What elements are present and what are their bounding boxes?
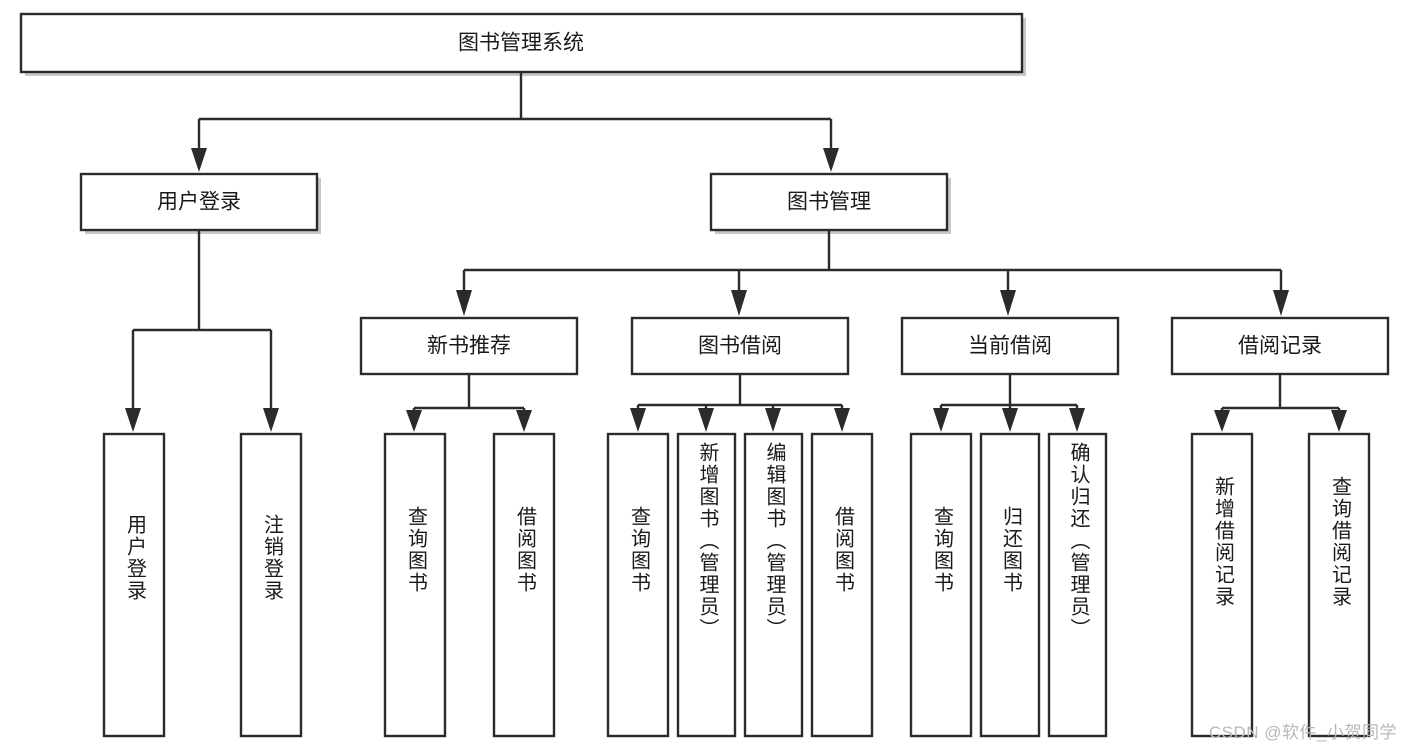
arrow-to-leaf-query-book-1 <box>406 410 422 432</box>
connector-book-borrow-to-leaves <box>630 374 850 432</box>
leaf-node-add-book[interactable] <box>676 432 737 738</box>
leaf-node-confirm-return[interactable] <box>1047 432 1108 738</box>
leaf-node-logout[interactable] <box>239 432 303 738</box>
connector-user-login-to-leaves <box>125 230 279 432</box>
node-borrow-record[interactable]: 借阅记录 <box>1170 316 1390 376</box>
leaf-box-add-book <box>676 432 737 738</box>
connector-book-manage-to-level2 <box>456 230 1289 316</box>
leaf-node-user-login[interactable] <box>102 432 166 738</box>
connector-root-to-level1 <box>191 72 839 172</box>
arrow-to-borrow-record <box>1273 290 1289 316</box>
borrow-record-label: 借阅记录 <box>1238 335 1322 358</box>
leaf-node-query-book-2[interactable] <box>606 432 670 738</box>
arrow-to-book-manage <box>823 148 839 172</box>
connector-new-book-recommend-to-leaves <box>406 374 532 432</box>
arrow-to-book-borrow <box>731 290 747 316</box>
connector-borrow-record-to-leaves <box>1214 374 1347 432</box>
leaf-box-borrow-book-2 <box>810 432 874 738</box>
connector-current-borrow-to-leaves <box>933 374 1085 432</box>
arrow-to-leaf-logout <box>263 408 279 432</box>
node-new-book-recommend[interactable]: 新书推荐 <box>359 316 579 376</box>
arrow-to-current-borrow <box>1000 290 1016 316</box>
leaf-box-return-book <box>979 432 1041 738</box>
current-borrow-label: 当前借阅 <box>968 335 1052 358</box>
book-borrow-label: 图书借阅 <box>698 335 782 358</box>
arrow-to-new-book-recommend <box>456 290 472 316</box>
leaf-node-query-book-3[interactable] <box>909 432 973 738</box>
node-book-manage[interactable]: 图书管理 <box>709 172 951 234</box>
leaf-node-add-record[interactable] <box>1190 432 1254 738</box>
arrow-to-leaf-query-record <box>1331 410 1347 432</box>
node-root[interactable]: 图书管理系统 <box>19 12 1026 76</box>
leaf-box-query-book-1 <box>383 432 447 738</box>
leaf-box-confirm-return <box>1047 432 1108 738</box>
leaf-box-user-login <box>102 432 166 738</box>
leaf-box-add-record <box>1190 432 1254 738</box>
leaf-box-edit-book <box>743 432 804 738</box>
book-manage-label: 图书管理 <box>787 191 871 214</box>
leaf-node-query-record[interactable] <box>1307 432 1371 738</box>
node-current-borrow[interactable]: 当前借阅 <box>900 316 1120 376</box>
arrow-to-leaf-add-record <box>1214 410 1230 432</box>
arrow-to-leaf-add-book <box>698 408 714 432</box>
node-user-login[interactable]: 用户登录 <box>79 172 321 234</box>
arrow-to-leaf-edit-book <box>765 408 781 432</box>
arrow-to-leaf-confirm-return <box>1069 408 1085 432</box>
user-login-label: 用户登录 <box>157 191 241 214</box>
user-login-box <box>79 172 319 232</box>
csdn-watermark: CSDN @软件_小贺同学 <box>1208 723 1397 742</box>
leaf-node-return-book[interactable] <box>979 432 1041 738</box>
leaf-box-borrow-book-1 <box>492 432 556 738</box>
root-box <box>19 12 1024 74</box>
leaf-node-query-book-1[interactable] <box>383 432 447 738</box>
leaf-node-edit-book[interactable] <box>743 432 804 738</box>
borrow-record-box <box>1170 316 1390 376</box>
leaf-box-logout <box>239 432 303 738</box>
leaf-box-query-book-3 <box>909 432 973 738</box>
node-book-borrow[interactable]: 图书借阅 <box>630 316 850 376</box>
arrow-to-leaf-query-book-3 <box>933 408 949 432</box>
arrow-to-leaf-user-login <box>125 408 141 432</box>
leaf-box-query-record <box>1307 432 1371 738</box>
arrow-to-leaf-borrow-book-1 <box>516 410 532 432</box>
root-label: 图书管理系统 <box>458 32 584 55</box>
arrow-to-leaf-return-book <box>1002 408 1018 432</box>
arrow-to-user-login <box>191 148 207 172</box>
new-book-recommend-label: 新书推荐 <box>427 335 511 358</box>
arrow-to-leaf-query-book-2 <box>630 408 646 432</box>
leaf-node-borrow-book-1[interactable] <box>492 432 556 738</box>
leaf-node-borrow-book-2[interactable] <box>810 432 874 738</box>
arrow-to-leaf-borrow-book-2 <box>834 408 850 432</box>
leaf-box-query-book-2 <box>606 432 670 738</box>
